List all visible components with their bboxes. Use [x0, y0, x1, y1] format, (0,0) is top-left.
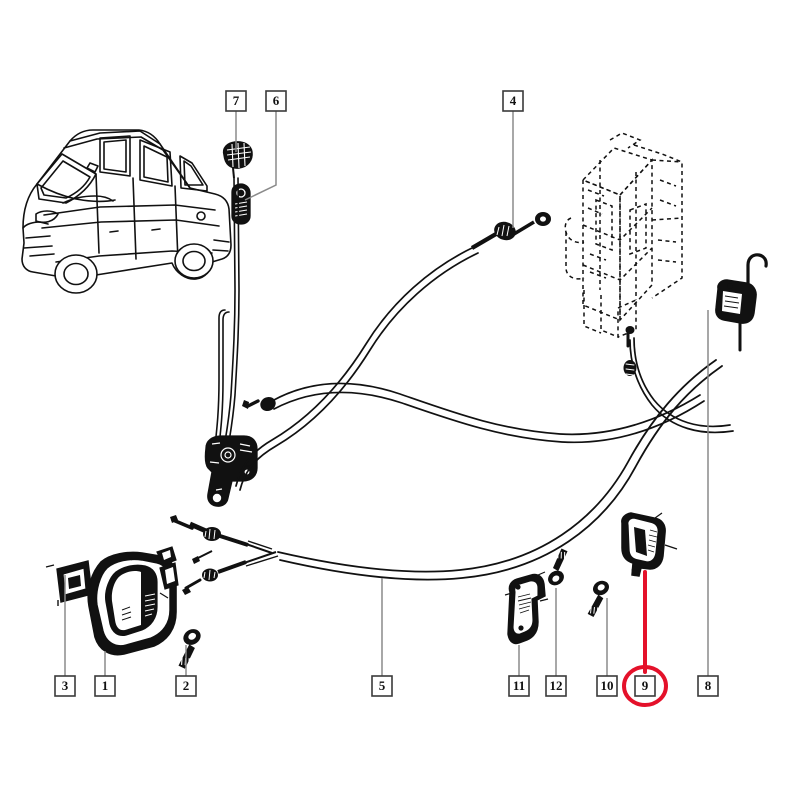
callout-5[interactable]: 5	[371, 675, 393, 697]
phantom-lock-mechanism	[564, 132, 683, 339]
callout-12-label: 12	[550, 678, 563, 693]
callout-9[interactable]: 9	[634, 675, 656, 697]
callout-7-label: 7	[233, 93, 240, 108]
part-lock-control-cable-fitting	[470, 212, 551, 250]
callout-10-label: 10	[601, 678, 614, 693]
callout-6-label: 6	[273, 93, 280, 108]
callout-11[interactable]: 11	[508, 675, 530, 697]
callout-12[interactable]: 12	[545, 675, 567, 697]
callout-3-label: 3	[62, 678, 69, 693]
cable-end-fittings-left	[170, 515, 279, 595]
callout-10[interactable]: 10	[596, 675, 618, 697]
callout-4-label: 4	[510, 93, 517, 108]
part-handle-bezel	[45, 560, 93, 606]
callout-2-label: 2	[183, 678, 190, 693]
part-handle-fixing-screw	[165, 625, 213, 672]
cable-upper-cross	[242, 382, 705, 444]
part-rear-door-lock	[715, 253, 768, 352]
callout-4[interactable]: 4	[502, 90, 524, 112]
lock-link-rods	[214, 177, 240, 449]
vehicle-illustration	[21, 129, 232, 294]
highlight-ring	[622, 665, 668, 707]
part-striker-mounting-plate	[504, 571, 549, 645]
part-door-latch-striker	[621, 512, 678, 577]
callout-7[interactable]: 7	[225, 90, 247, 112]
callout-8[interactable]: 8	[697, 675, 719, 697]
callout-11-label: 11	[513, 678, 525, 693]
part-locking-knob	[222, 141, 253, 179]
callout-boxes: 3 1 2 5 11 12	[54, 90, 719, 697]
leader-6	[244, 111, 277, 201]
cable-lock-control	[235, 246, 479, 491]
cable-release-main	[277, 359, 723, 581]
part-striker-fixing-screw	[576, 577, 620, 620]
leader-lines	[64, 111, 709, 676]
callout-1-label: 1	[102, 678, 109, 693]
cable-rear-lock	[623, 326, 734, 434]
callout-1[interactable]: 1	[94, 675, 116, 697]
callout-3[interactable]: 3	[54, 675, 76, 697]
callout-8-label: 8	[705, 678, 712, 693]
callout-6[interactable]: 6	[265, 90, 287, 112]
part-door-latch-assembly	[204, 435, 258, 507]
callout-5-label: 5	[379, 678, 386, 693]
callout-2[interactable]: 2	[175, 675, 197, 697]
part-exterior-door-handle	[87, 546, 179, 656]
callout-9-label: 9	[642, 678, 649, 693]
